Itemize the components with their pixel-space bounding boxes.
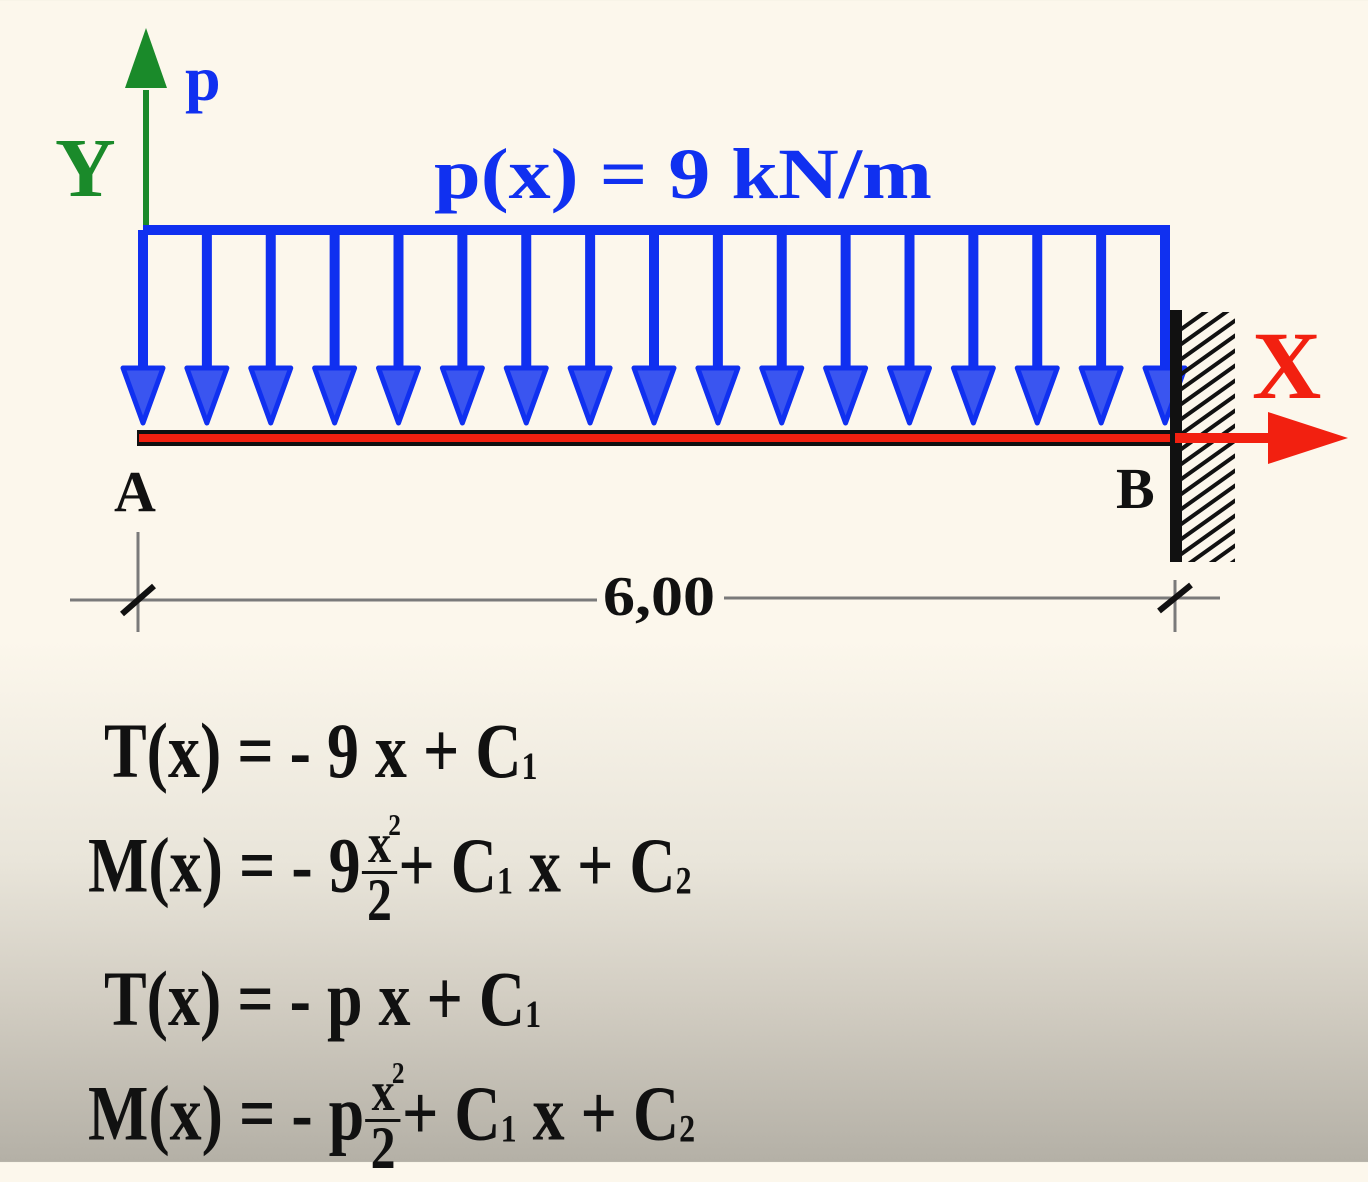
load-arrow-icon xyxy=(695,365,741,426)
fraction-numerator: x xyxy=(371,1061,395,1123)
fixed-support xyxy=(1170,310,1235,562)
equation-rhs-prefix: = - p xyxy=(238,1069,365,1157)
load-label: p(x) = 9 kN/m xyxy=(434,134,932,214)
x-axis xyxy=(1175,412,1348,464)
load-arrow-icon xyxy=(248,365,294,426)
subscript: 2 xyxy=(679,1107,696,1151)
load-arrow-icon xyxy=(631,365,677,426)
load-arrow-icon xyxy=(184,365,230,426)
equation-lhs: M(x) xyxy=(88,1069,223,1157)
exponent: 2 xyxy=(388,807,401,843)
subscript: 2 xyxy=(675,859,692,903)
load-arrow-icon xyxy=(120,365,166,426)
y-axis-label: Y xyxy=(55,122,116,215)
subscript: 1 xyxy=(500,1107,517,1151)
dimension-tick-right xyxy=(1157,582,1193,614)
load-arrow-icon xyxy=(1078,365,1124,426)
load-symbol-label: p xyxy=(185,43,221,114)
equation-term: + C xyxy=(401,1069,501,1157)
equation-rhs-prefix: = - 9 xyxy=(238,821,361,909)
fraction-denominator: 2 xyxy=(367,867,392,935)
load-arrow-icon xyxy=(950,365,996,426)
equation-term: + C xyxy=(398,821,497,909)
load-arrow-icon xyxy=(1014,365,1060,426)
equation-lhs: T(x) xyxy=(104,707,222,794)
equation-lhs: T(x) xyxy=(104,955,222,1042)
x-axis-arrowhead-icon xyxy=(1268,412,1348,464)
equation-rhs: = - 9 x + C xyxy=(237,707,522,794)
load-arrow-icon xyxy=(759,365,805,426)
exponent: 2 xyxy=(391,1055,405,1091)
load-arrow-icon xyxy=(823,365,869,426)
y-axis xyxy=(125,28,167,235)
distributed-load xyxy=(120,225,1188,426)
equation-lhs: M(x) xyxy=(88,821,223,909)
point-a-label: A xyxy=(114,459,156,524)
equation-shear-symbolic: T(x) = - p x + C1 xyxy=(104,960,541,1038)
load-arrow-icon xyxy=(439,365,485,426)
load-arrow-icon xyxy=(376,365,421,426)
span-dimension-label: 6,00 xyxy=(603,566,715,628)
fraction-numerator: x xyxy=(367,813,392,875)
dimension-tick-left xyxy=(120,583,156,617)
subscript: 1 xyxy=(496,859,513,903)
point-b-label: B xyxy=(1116,456,1155,521)
equation-term: x + C xyxy=(512,821,676,909)
equation-shear-numeric: T(x) = - 9 x + C1 xyxy=(104,712,538,790)
load-arrow-icon xyxy=(567,365,613,426)
subscript: 1 xyxy=(521,744,538,788)
y-axis-arrowhead-icon xyxy=(125,28,167,88)
equation-rhs: = - p x + C xyxy=(237,955,526,1042)
load-arrow-icon xyxy=(503,365,549,426)
beam xyxy=(139,434,1175,442)
load-arrow-icon xyxy=(887,365,932,426)
fraction-denominator: 2 xyxy=(370,1115,396,1182)
subscript: 1 xyxy=(525,992,542,1036)
beam-diagram: Y p p(x) = 9 kN/m X A B 6,00 xyxy=(55,28,1348,632)
load-arrow-icon xyxy=(312,365,358,426)
equation-term: x + C xyxy=(516,1069,680,1157)
x-axis-label: X xyxy=(1252,312,1321,419)
dimension-line xyxy=(70,532,1220,632)
